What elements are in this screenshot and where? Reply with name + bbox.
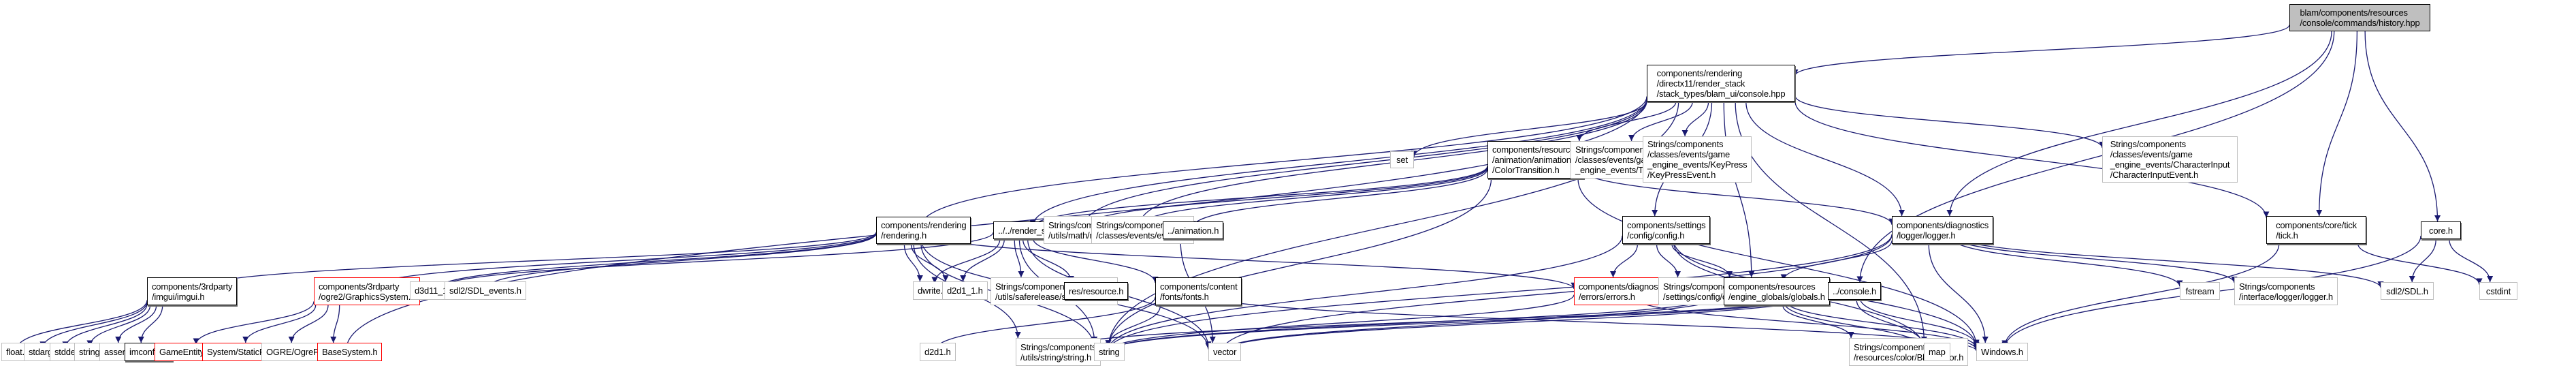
edge-colortransition-to-string (1105, 178, 1492, 349)
edge-root-to-console_hpp (1792, 25, 2290, 76)
edge-core_h-to-cstdint (2449, 238, 2494, 283)
node-fonts-h[interactable]: components/content /fonts/fonts.h (1155, 277, 1242, 305)
node-sdl-events: sdl2/SDL_events.h (445, 281, 526, 300)
node-keypress: Strings/components /classes/events/game … (1643, 136, 1752, 183)
node-tick-h[interactable]: components/core/tick /tick.h (2266, 216, 2366, 244)
node-logger-h[interactable]: components/diagnostics /logger/logger.h (1892, 216, 1994, 244)
edge-errors_h-to-string (1105, 294, 1575, 352)
edge-imgui_h-to-float_h (14, 300, 148, 350)
edge-console_hpp-to-render_stack (1029, 98, 1647, 226)
edge-root-to-tick_h (2316, 31, 2358, 217)
edge-colortransition-to-windows_h (1577, 178, 1980, 346)
node-core-h[interactable]: core.h (2421, 221, 2461, 239)
edge-config_h-to-globals_h (1671, 243, 1733, 278)
edge-logger_h-to-fstream (1949, 236, 2183, 287)
edge-rendering_h-to-sdl_events (484, 233, 877, 288)
edge-colortransition-to-events_h (1137, 167, 1488, 226)
edge-console_hpp-to-tickevent (1628, 101, 1693, 142)
edge-core_h-to-sdl_h (2409, 238, 2436, 283)
node-cstdint: cstdint (2479, 282, 2517, 300)
edge-console_hpp-to-logger_h (1745, 101, 1905, 217)
edge-tick_h-to-cstdint (2357, 243, 2483, 285)
edge-graphicssystem-to-ogreprereq (288, 305, 329, 343)
edge-console_hpp-to-set (1411, 101, 1647, 157)
node-logger-str: Strings/components /interface/logger/log… (2234, 277, 2338, 305)
edge-fonts_h-to-d2d1_h (932, 296, 1156, 350)
edge-tick_h-to-windows_h (2001, 243, 2280, 347)
edge-console_hpp-to-keypress (1681, 101, 1709, 137)
edge-imgui_h-to-assert_h (115, 305, 157, 343)
edge-fonts_h-to-string (1105, 305, 1161, 347)
edge-graphicssystem-to-gameentity (193, 301, 315, 345)
node-string-str: Strings/components /utils/string/string.… (1016, 338, 1101, 366)
node-graphicssystem[interactable]: components/3rdparty /ogre2/GraphicsSyste… (314, 277, 421, 305)
node-windows-h: Windows.h (1976, 343, 2028, 361)
edge-console_h-to-windows_h (1859, 297, 1980, 346)
node-console-h[interactable]: ../console.h (1828, 282, 1882, 300)
edge-colortransition-to-animation_h (1189, 168, 1488, 228)
node-events-h: Strings/components /classes/events/event… (1091, 216, 1194, 244)
node-charinput: Strings/components /classes/events/game … (2102, 136, 2238, 183)
edge-logger_h-to-windows_h (1928, 243, 1989, 343)
edge-globals_h-to-blamcolor (1782, 305, 1854, 339)
node-globals-h[interactable]: components/resources /engine_globals/glo… (1724, 277, 1830, 305)
node-resource-h[interactable]: res/resource.h (1064, 282, 1129, 300)
node-blamcolor: Strings/components /resources/color/Blam… (1849, 338, 1969, 366)
node-console-hpp[interactable]: components/rendering /directx11/render_s… (1647, 65, 1795, 102)
node-rendering-h[interactable]: components/rendering /rendering.h (876, 217, 971, 244)
node-string: string (1094, 343, 1125, 361)
edge-render_stack-to-fonts_h (1032, 237, 1159, 283)
edge-imgui_h-to-stdarg_h (39, 301, 148, 348)
edge-console_hpp-to-charinput (1794, 95, 2106, 149)
edge-root-to-logger_h (1946, 31, 2332, 217)
edge-root-to-core_h (2364, 31, 2441, 222)
edge-root-to-console_h (1856, 31, 2335, 283)
node-d2d1-1: d2d1_1.h (942, 281, 988, 300)
node-d2d1-h: d2d1.h (920, 343, 956, 361)
edge-console_hpp-to-math_h (1081, 99, 1647, 226)
node-config-h[interactable]: components/settings /config/config.h (1622, 216, 1711, 244)
edge-logger_h-to-string (1105, 234, 1893, 351)
edge-colortransition-to-math_h (1081, 166, 1488, 228)
node-imgui-h[interactable]: components/3rdparty /imgui/imgui.h (147, 277, 238, 305)
edge-rendering_h-to-d2d1_1 (910, 243, 949, 282)
edge-imgui_h-to-string_h (86, 305, 151, 347)
edge-graphicssystem-to-basesystem (330, 305, 340, 343)
edge-render_stack-to-resource_h (1022, 238, 1074, 283)
edge-render_stack-to-saferelease (1014, 238, 1025, 278)
edge-config_h-to-config_str (1656, 243, 1681, 278)
edge-imgui_h-to-stddef_h (62, 303, 148, 348)
node-root[interactable]: blam/components/resources /console/comma… (2289, 4, 2430, 31)
edge-console_hpp-to-tick_h (1794, 101, 2270, 218)
edge-graphicssystem-to-staticplugin (242, 305, 317, 343)
edge-rendering_h-to-dwrite (903, 243, 923, 282)
edge-console_hpp-to-globals_h (1723, 101, 1755, 278)
edge-rendering_h-to-d3d11_1 (434, 232, 877, 290)
edge-render_stack-to-dwrite (931, 238, 1001, 283)
edge-config_h-to-string (1105, 235, 1623, 351)
node-sdl-h: sdl2/SDL.h (2381, 282, 2434, 300)
node-fstream: fstream (2180, 282, 2220, 300)
edge-console_hpp-to-rendering_h (918, 96, 1647, 227)
edge-render_stack-to-d2d1_1 (960, 238, 1005, 282)
node-animation-h[interactable]: ../animation.h (1163, 221, 1224, 239)
edge-imgui_h-to-imconfig_h (138, 305, 163, 343)
node-basesystem[interactable]: BaseSystem.h (317, 343, 383, 361)
node-vector: vector (1208, 343, 1242, 361)
node-map: map (1924, 343, 1950, 361)
edge-config_h-to-errors_h (1609, 243, 1639, 278)
node-colortransition[interactable]: components/resources /animation/animatio… (1487, 141, 1584, 179)
node-set: set (1390, 151, 1414, 168)
